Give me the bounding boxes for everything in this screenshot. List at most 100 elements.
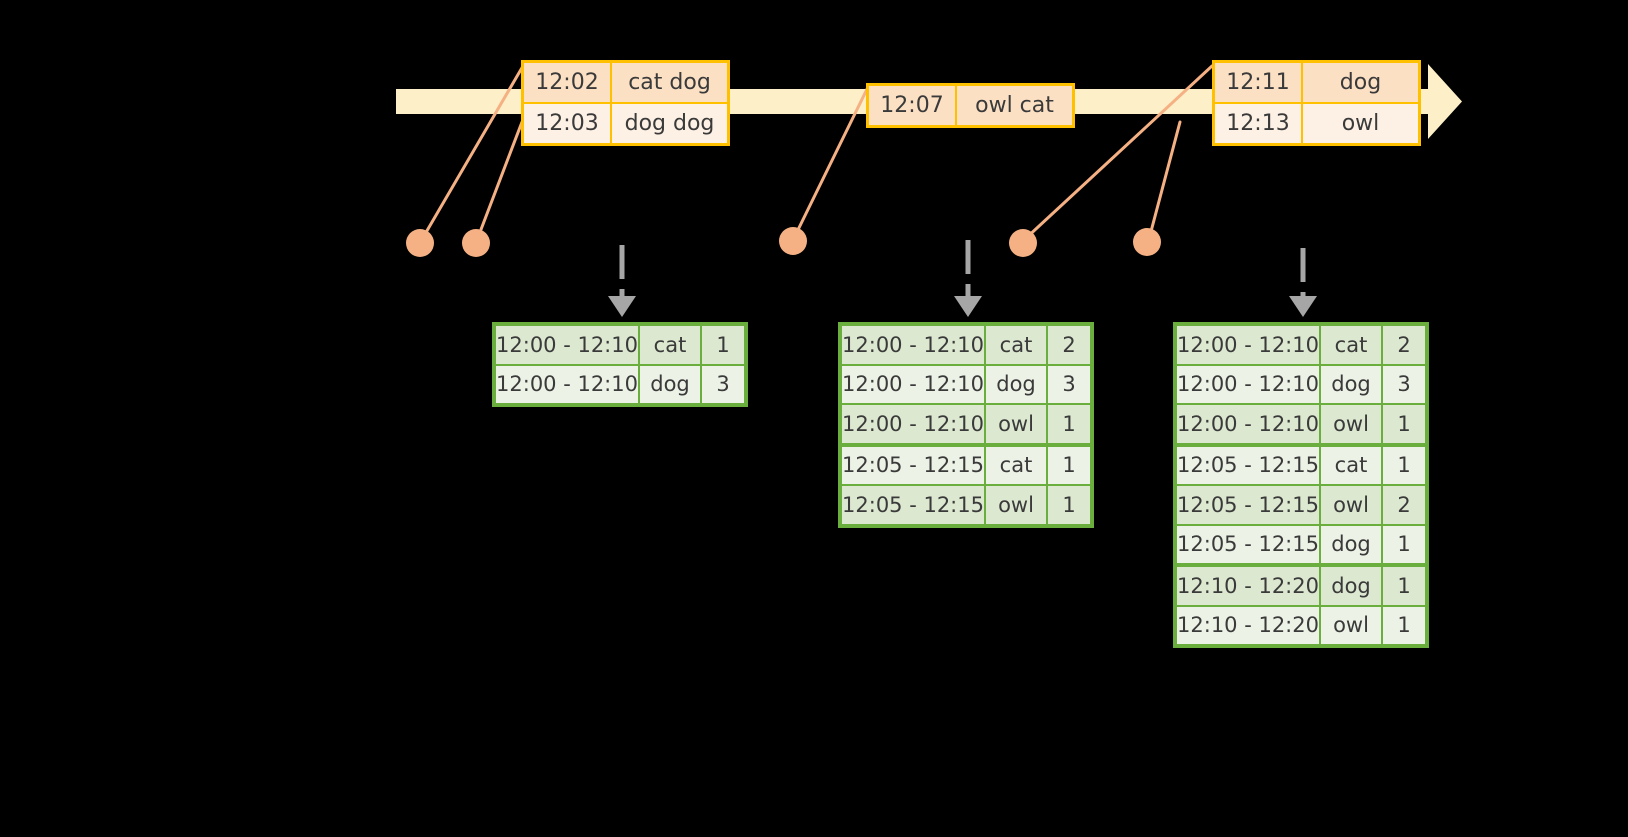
table-row: 12:00 - 12:10 owl 1 — [842, 403, 1090, 443]
window-cell: 12:00 - 12:10 — [496, 365, 640, 403]
table-row: 12:00 - 12:10 dog 3 — [1177, 363, 1425, 403]
result-group: 12:05 - 12:15 cat 1 12:05 - 12:15 owl 2 … — [1177, 442, 1425, 563]
count-cell: 1 — [1048, 486, 1090, 524]
event-dots — [406, 227, 1161, 257]
word-cell: cat — [986, 446, 1048, 484]
word-cell: dog — [640, 365, 702, 403]
connector-line-3 — [792, 83, 871, 240]
event-row: 12:02 cat dog — [524, 63, 727, 102]
event-words: owl — [1303, 104, 1418, 143]
word-cell: owl — [1321, 486, 1383, 524]
table-row: 12:05 - 12:15 owl 1 — [842, 484, 1090, 524]
flow-arrow-2 — [954, 240, 982, 317]
event-dot-1 — [406, 229, 434, 257]
connector-line-5 — [1147, 120, 1182, 241]
count-cell: 1 — [1383, 446, 1425, 484]
word-cell: dog — [1321, 567, 1383, 605]
word-cell: owl — [1321, 606, 1383, 644]
count-cell: 1 — [1383, 606, 1425, 644]
result-table-2: 12:00 - 12:10 cat 2 12:00 - 12:10 dog 3 … — [838, 322, 1094, 528]
event-time: 12:02 — [524, 63, 612, 102]
table-row: 12:05 - 12:15 cat 1 — [1177, 446, 1425, 484]
table-row: 12:00 - 12:10 dog 3 — [842, 363, 1090, 403]
window-cell: 12:00 - 12:10 — [842, 405, 986, 443]
result-table-3: 12:00 - 12:10 cat 2 12:00 - 12:10 dog 3 … — [1173, 322, 1429, 648]
event-row: 12:03 dog dog — [524, 102, 727, 143]
window-cell: 12:05 - 12:15 — [1177, 486, 1321, 524]
word-cell: dog — [1321, 365, 1383, 403]
window-cell: 12:05 - 12:15 — [842, 486, 986, 524]
event-time: 12:07 — [869, 86, 957, 125]
window-cell: 12:00 - 12:10 — [1177, 365, 1321, 403]
event-dot-2 — [462, 229, 490, 257]
word-cell: dog — [1321, 525, 1383, 563]
result-group: 12:05 - 12:15 cat 1 12:05 - 12:15 owl 1 — [842, 442, 1090, 524]
event-time: 12:13 — [1215, 104, 1303, 143]
flow-arrow-3 — [1289, 248, 1317, 317]
event-words: cat dog — [612, 63, 727, 102]
count-cell: 2 — [1048, 326, 1090, 364]
count-cell: 1 — [1048, 405, 1090, 443]
window-cell: 12:00 - 12:10 — [842, 365, 986, 403]
event-row: 12:13 owl — [1215, 102, 1418, 143]
table-row: 12:10 - 12:20 owl 1 — [1177, 604, 1425, 644]
table-row: 12:00 - 12:10 cat 2 — [1177, 326, 1425, 364]
table-row: 12:00 - 12:10 dog 3 — [496, 363, 744, 403]
word-cell: cat — [1321, 446, 1383, 484]
word-cell: cat — [640, 326, 702, 364]
count-cell: 3 — [702, 365, 744, 403]
result-group: 12:00 - 12:10 cat 2 12:00 - 12:10 dog 3 … — [1177, 326, 1425, 443]
connector-line-1 — [419, 64, 525, 243]
word-cell: cat — [1321, 326, 1383, 364]
word-cell: owl — [1321, 405, 1383, 443]
table-row: 12:00 - 12:10 owl 1 — [1177, 403, 1425, 443]
table-row: 12:05 - 12:15 dog 1 — [1177, 523, 1425, 563]
event-row: 12:07 owl cat — [869, 86, 1072, 125]
count-cell: 2 — [1383, 326, 1425, 364]
table-row: 12:00 - 12:10 cat 2 — [842, 326, 1090, 364]
connector-line-2 — [475, 120, 524, 242]
table-row: 12:05 - 12:15 cat 1 — [842, 446, 1090, 484]
window-cell: 12:00 - 12:10 — [1177, 326, 1321, 364]
events-group-3: 12:11 dog 12:13 owl — [1212, 60, 1421, 146]
event-dot-3 — [779, 227, 807, 255]
table-row: 12:00 - 12:10 cat 1 — [496, 326, 744, 364]
word-cell: owl — [986, 486, 1048, 524]
count-cell: 3 — [1048, 365, 1090, 403]
flow-arrows — [608, 240, 1317, 317]
window-cell: 12:00 - 12:10 — [496, 326, 640, 364]
count-cell: 1 — [1048, 446, 1090, 484]
window-cell: 12:05 - 12:15 — [1177, 446, 1321, 484]
count-cell: 3 — [1383, 365, 1425, 403]
event-words: dog dog — [612, 104, 727, 143]
window-cell: 12:10 - 12:20 — [1177, 606, 1321, 644]
table-row: 12:10 - 12:20 dog 1 — [1177, 567, 1425, 605]
result-group: 12:00 - 12:10 cat 1 12:00 - 12:10 dog 3 — [496, 326, 744, 403]
window-cell: 12:00 - 12:10 — [842, 326, 986, 364]
event-time: 12:11 — [1215, 63, 1303, 102]
event-words: owl cat — [957, 86, 1072, 125]
events-group-2: 12:07 owl cat — [866, 83, 1075, 128]
count-cell: 1 — [1383, 405, 1425, 443]
window-cell: 12:05 - 12:15 — [842, 446, 986, 484]
event-row: 12:11 dog — [1215, 63, 1418, 102]
result-group: 12:00 - 12:10 cat 2 12:00 - 12:10 dog 3 … — [842, 326, 1090, 443]
window-cell: 12:10 - 12:20 — [1177, 567, 1321, 605]
event-dot-5 — [1133, 228, 1161, 256]
event-time: 12:03 — [524, 104, 612, 143]
count-cell: 1 — [1383, 567, 1425, 605]
word-cell: dog — [986, 365, 1048, 403]
event-dot-4 — [1009, 229, 1037, 257]
word-cell: owl — [986, 405, 1048, 443]
result-table-1: 12:00 - 12:10 cat 1 12:00 - 12:10 dog 3 — [492, 322, 748, 407]
word-cell: cat — [986, 326, 1048, 364]
event-words: dog — [1303, 63, 1418, 102]
count-cell: 2 — [1383, 486, 1425, 524]
result-group: 12:10 - 12:20 dog 1 12:10 - 12:20 owl 1 — [1177, 563, 1425, 644]
flow-arrow-1 — [608, 245, 636, 317]
table-row: 12:05 - 12:15 owl 2 — [1177, 484, 1425, 524]
window-cell: 12:05 - 12:15 — [1177, 525, 1321, 563]
window-cell: 12:00 - 12:10 — [1177, 405, 1321, 443]
count-cell: 1 — [1383, 525, 1425, 563]
